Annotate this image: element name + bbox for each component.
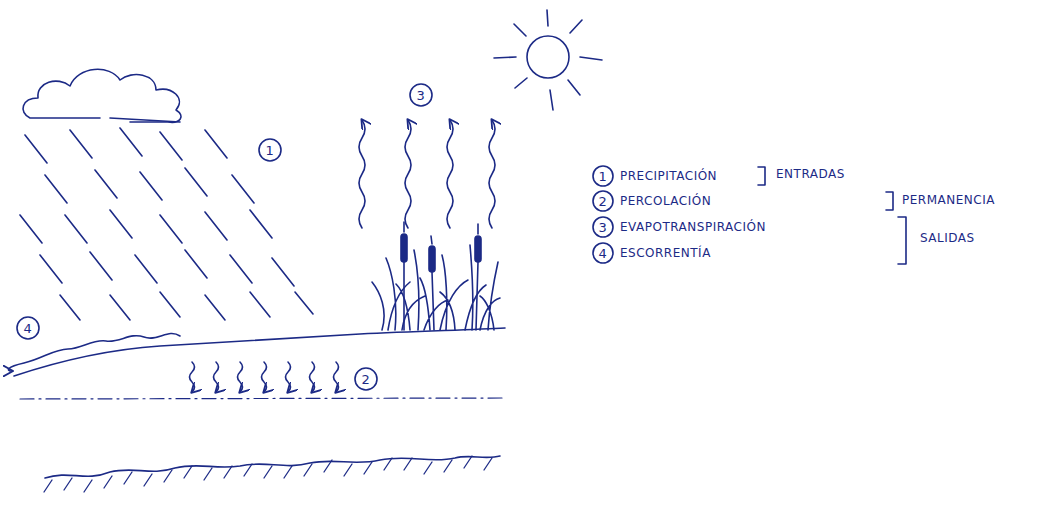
wavy-arrow — [447, 120, 453, 228]
callout-circle — [593, 166, 613, 186]
wavy-arrow — [238, 362, 243, 392]
evapotranspiration-arrows — [359, 120, 495, 228]
wavy-arrow — [310, 362, 315, 392]
cattail-head — [475, 236, 481, 262]
category-label: ENTRADAS — [776, 168, 845, 180]
callout-circle — [593, 243, 613, 263]
sun-rays — [494, 10, 602, 110]
callout-number: 4 — [24, 322, 33, 335]
callout-circle — [355, 368, 377, 390]
water-table-line — [20, 398, 505, 399]
wavy-arrow — [359, 120, 365, 228]
legend-label: EVAPOTRANSPIRACIÓN — [620, 221, 766, 233]
callout-number: 3 — [417, 89, 426, 102]
callout-circle — [593, 191, 613, 211]
callout-number: 2 — [362, 373, 371, 386]
wavy-arrow — [405, 120, 411, 228]
bracket — [898, 217, 906, 264]
sun — [527, 36, 569, 78]
cattail-head — [429, 246, 435, 272]
callout-circle — [259, 139, 281, 161]
percolation-arrows — [190, 362, 339, 392]
wavy-arrow — [334, 362, 339, 392]
bracket — [886, 192, 893, 210]
bedrock-hatching — [44, 456, 492, 492]
legend-label: PERCOLACIÓN — [620, 195, 711, 207]
wavy-arrow — [286, 362, 291, 392]
wavy-arrow — [262, 362, 267, 392]
legend-label: PRECIPITACIÓN — [620, 170, 717, 182]
bracket — [758, 167, 765, 185]
callout-circle — [593, 217, 613, 237]
callout-number: 3 — [599, 221, 608, 234]
category-label: PERMANENCIA — [902, 194, 995, 206]
wavy-arrow — [214, 362, 219, 392]
callout-number: 1 — [266, 144, 275, 157]
ground-surface — [14, 328, 505, 376]
wavy-arrow — [190, 362, 195, 392]
reed-plants — [372, 222, 500, 330]
callout-circle — [17, 317, 39, 339]
cloud — [23, 69, 181, 122]
callout-number: 1 — [599, 170, 608, 183]
legend-label: ESCORRENTÍA — [620, 247, 711, 259]
callout-number: 2 — [599, 195, 608, 208]
wavy-arrow — [489, 120, 495, 228]
cloud-base — [110, 118, 180, 122]
cattail-head — [401, 234, 407, 262]
category-label: SALIDAS — [920, 232, 975, 244]
rain-streaks — [20, 128, 313, 320]
callout-circle — [410, 84, 432, 106]
cattail-stems — [404, 222, 478, 330]
callout-number: 4 — [599, 247, 608, 260]
runoff-arrow — [8, 333, 180, 371]
bedrock-line — [45, 456, 500, 478]
